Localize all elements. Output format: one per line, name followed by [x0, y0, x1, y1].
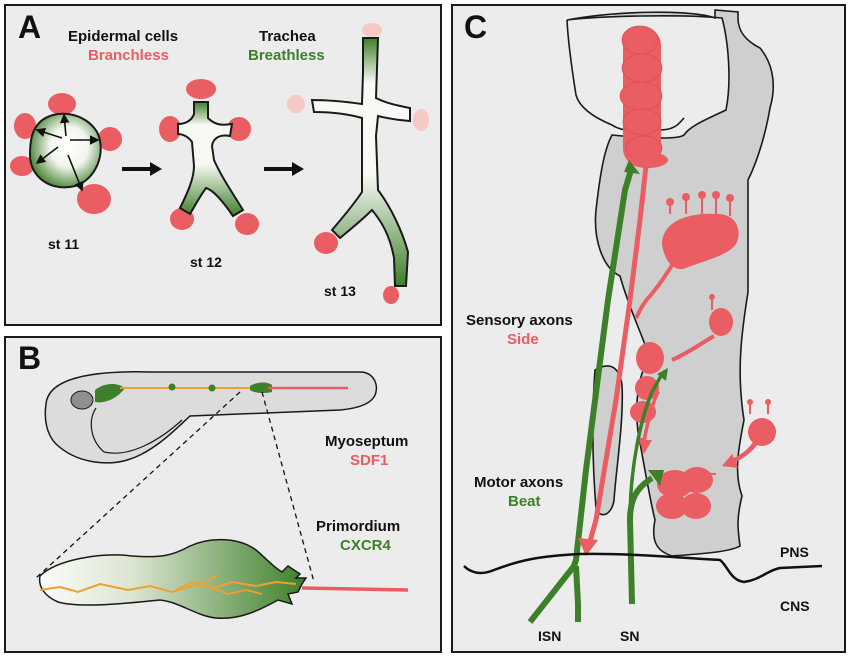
axon-paths — [527, 160, 668, 624]
branchless-cell — [159, 116, 181, 142]
motor-arrow — [657, 368, 668, 381]
sdf1-stripe — [301, 586, 409, 592]
sensory-cells — [619, 25, 776, 519]
stage-arrow — [264, 162, 304, 176]
stage-11-drawing — [10, 93, 122, 214]
sensory-arrow — [638, 390, 660, 454]
stage-13-drawing — [287, 23, 429, 304]
primordium-small — [95, 384, 125, 403]
stage-12-drawing — [159, 79, 259, 235]
neuromast-axon — [39, 580, 297, 594]
zebrafish-embryo — [44, 371, 378, 464]
side-label: Side — [507, 331, 539, 348]
sensory-cell — [628, 152, 668, 168]
primordium-label: Primordium — [316, 518, 401, 535]
pns-label: PNS — [780, 544, 809, 560]
breathless-label: Breathless — [248, 47, 325, 64]
branchless-cell — [10, 156, 34, 176]
branchless-cell-faded — [287, 95, 305, 113]
epidermal-cells-label: Epidermal cells — [68, 28, 179, 45]
motor-axon-isn — [527, 169, 634, 624]
branchless-cell-faded — [413, 109, 429, 131]
panel-c — [451, 4, 846, 653]
motor-arrow — [624, 160, 640, 174]
dendrite-cluster — [634, 191, 739, 319]
gray-tissue — [566, 19, 685, 132]
branchless-cell — [14, 113, 36, 139]
myoseptum-label: Myoseptum — [325, 433, 409, 450]
isn-label: ISN — [538, 628, 562, 644]
trachea-label: Trachea — [259, 28, 316, 45]
branchless-cell — [77, 184, 111, 214]
zoom-line — [261, 391, 315, 583]
neuromast-axon — [211, 587, 263, 595]
motor-arrow — [648, 470, 664, 486]
motor-branch — [628, 373, 664, 521]
pns-cns-boundary — [463, 552, 823, 584]
migrating-primordium-small — [250, 382, 272, 394]
trachea-stage-12 — [177, 101, 245, 218]
panel-a — [4, 4, 442, 326]
sensory-axon — [585, 165, 649, 549]
beat-label: Beat — [508, 493, 541, 510]
branchless-cell — [235, 213, 259, 235]
branchless-label: Branchless — [88, 47, 169, 64]
trachea-stage-13 — [310, 37, 411, 287]
embryo-body — [44, 371, 378, 464]
neuromast-axon — [175, 574, 219, 591]
sensory-cell — [636, 342, 664, 374]
sensory-cell — [681, 493, 711, 519]
gray-tissue — [566, 9, 774, 557]
sensory-cell — [656, 493, 688, 519]
branchless-cell — [383, 286, 399, 304]
stage-label: st 11 — [48, 236, 80, 252]
sensory-cell — [709, 308, 733, 336]
branchless-cell-faded — [362, 23, 382, 37]
cxcr4-label: CXCR4 — [340, 537, 391, 554]
branchless-cell — [48, 93, 76, 115]
motor-axons-label: Motor axons — [474, 474, 564, 491]
sn-label: SN — [620, 628, 640, 644]
panel-c-letter: C — [464, 9, 488, 45]
sensory-arrow — [722, 440, 758, 468]
zoom-line — [35, 391, 241, 579]
sensory-cell — [748, 418, 776, 446]
branchless-cell — [314, 232, 338, 254]
panel-a-letter: A — [18, 9, 42, 45]
primordium-enlarged — [38, 538, 409, 619]
sensory-axons-label: Sensory axons — [466, 312, 573, 329]
sensory-cell — [622, 108, 662, 136]
panel-b-letter: B — [18, 340, 42, 376]
stage-arrow — [122, 162, 162, 176]
deposited-neuromast — [208, 384, 216, 392]
stage-label: st 12 — [190, 254, 222, 270]
motor-axon-isn — [573, 565, 581, 622]
eye — [70, 390, 94, 410]
sdf1-label: SDF1 — [350, 452, 389, 469]
branchless-cell — [98, 127, 122, 151]
yolk-outline — [103, 419, 183, 454]
cns-label: CNS — [780, 598, 810, 614]
stage-label: st 13 — [324, 283, 356, 299]
deposited-neuromast — [168, 383, 176, 391]
yolk-outline — [90, 407, 105, 453]
sensory-arrow — [578, 538, 598, 556]
branchless-cell — [186, 79, 216, 99]
primordium-body — [38, 538, 308, 619]
panel-b — [4, 336, 442, 653]
